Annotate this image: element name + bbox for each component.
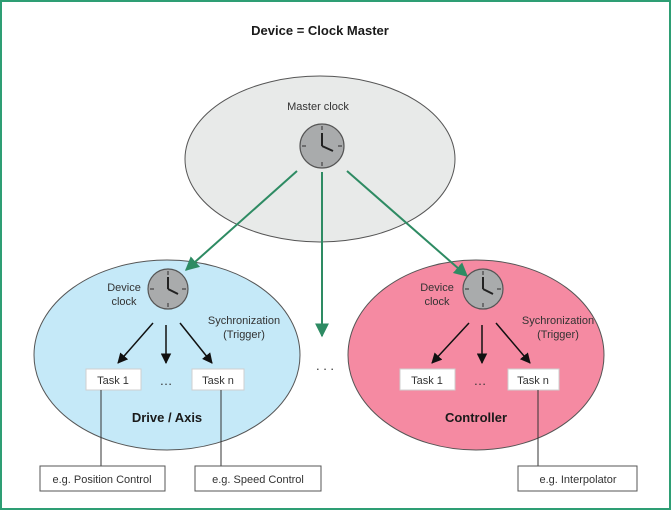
controller-taskn-box: [507, 368, 560, 391]
diagram-title: Device = Clock Master: [251, 23, 389, 38]
controller-task1-label: Task 1: [411, 375, 443, 387]
controller-clock-label-line1: Device: [420, 282, 454, 294]
sync-arrow-to-drive: [184, 170, 298, 271]
controller-trigger-arrow-task1: [431, 322, 470, 364]
note-position-control-box: [39, 465, 166, 492]
drive-trigger-arrow-taskn: [179, 322, 213, 364]
controller-task1-box: [399, 368, 456, 391]
master-clock-label: Master clock: [287, 101, 349, 113]
controller-ellipse: [347, 259, 605, 451]
between-ellipsis: . . .: [316, 358, 334, 373]
note-speed-control-box: [194, 465, 322, 492]
note-interpolator: e.g. Interpolator: [539, 474, 616, 486]
controller-clock-label-line2: clock: [424, 296, 450, 308]
note-position-control: e.g. Position Control: [52, 474, 151, 486]
drive-sync-label-line1: Sychronization: [208, 315, 280, 327]
drive-taskn-label: Task n: [202, 375, 234, 387]
drive-task-ellipsis: …: [160, 373, 173, 388]
drive-taskn-box: [191, 368, 245, 391]
controller-trigger-arrow-taskn: [495, 322, 531, 364]
drive-clock-label-line1: Device: [107, 282, 141, 294]
controller-sync-label-line2: (Trigger): [537, 329, 579, 341]
note-interpolator-box: [517, 465, 638, 492]
note-speed-control: e.g. Speed Control: [212, 474, 304, 486]
controller-sync-label-line1: Sychronization: [522, 315, 594, 327]
controller-taskn-label: Task n: [517, 375, 549, 387]
controller-name: Controller: [445, 410, 507, 425]
drive-axis-name: Drive / Axis: [132, 410, 202, 425]
sync-arrow-to-controller: [346, 170, 469, 277]
controller-clock-icon: [462, 268, 504, 310]
drive-trigger-arrow-task1: [117, 322, 154, 364]
drive-task1-label: Task 1: [97, 375, 129, 387]
controller-task-ellipsis: …: [474, 373, 487, 388]
drive-sync-label-line2: (Trigger): [223, 329, 265, 341]
drive-task1-box: [85, 368, 142, 391]
master-clock-icon: [299, 123, 345, 169]
drive-clock-icon: [147, 268, 189, 310]
drive-clock-label-line2: clock: [111, 296, 137, 308]
